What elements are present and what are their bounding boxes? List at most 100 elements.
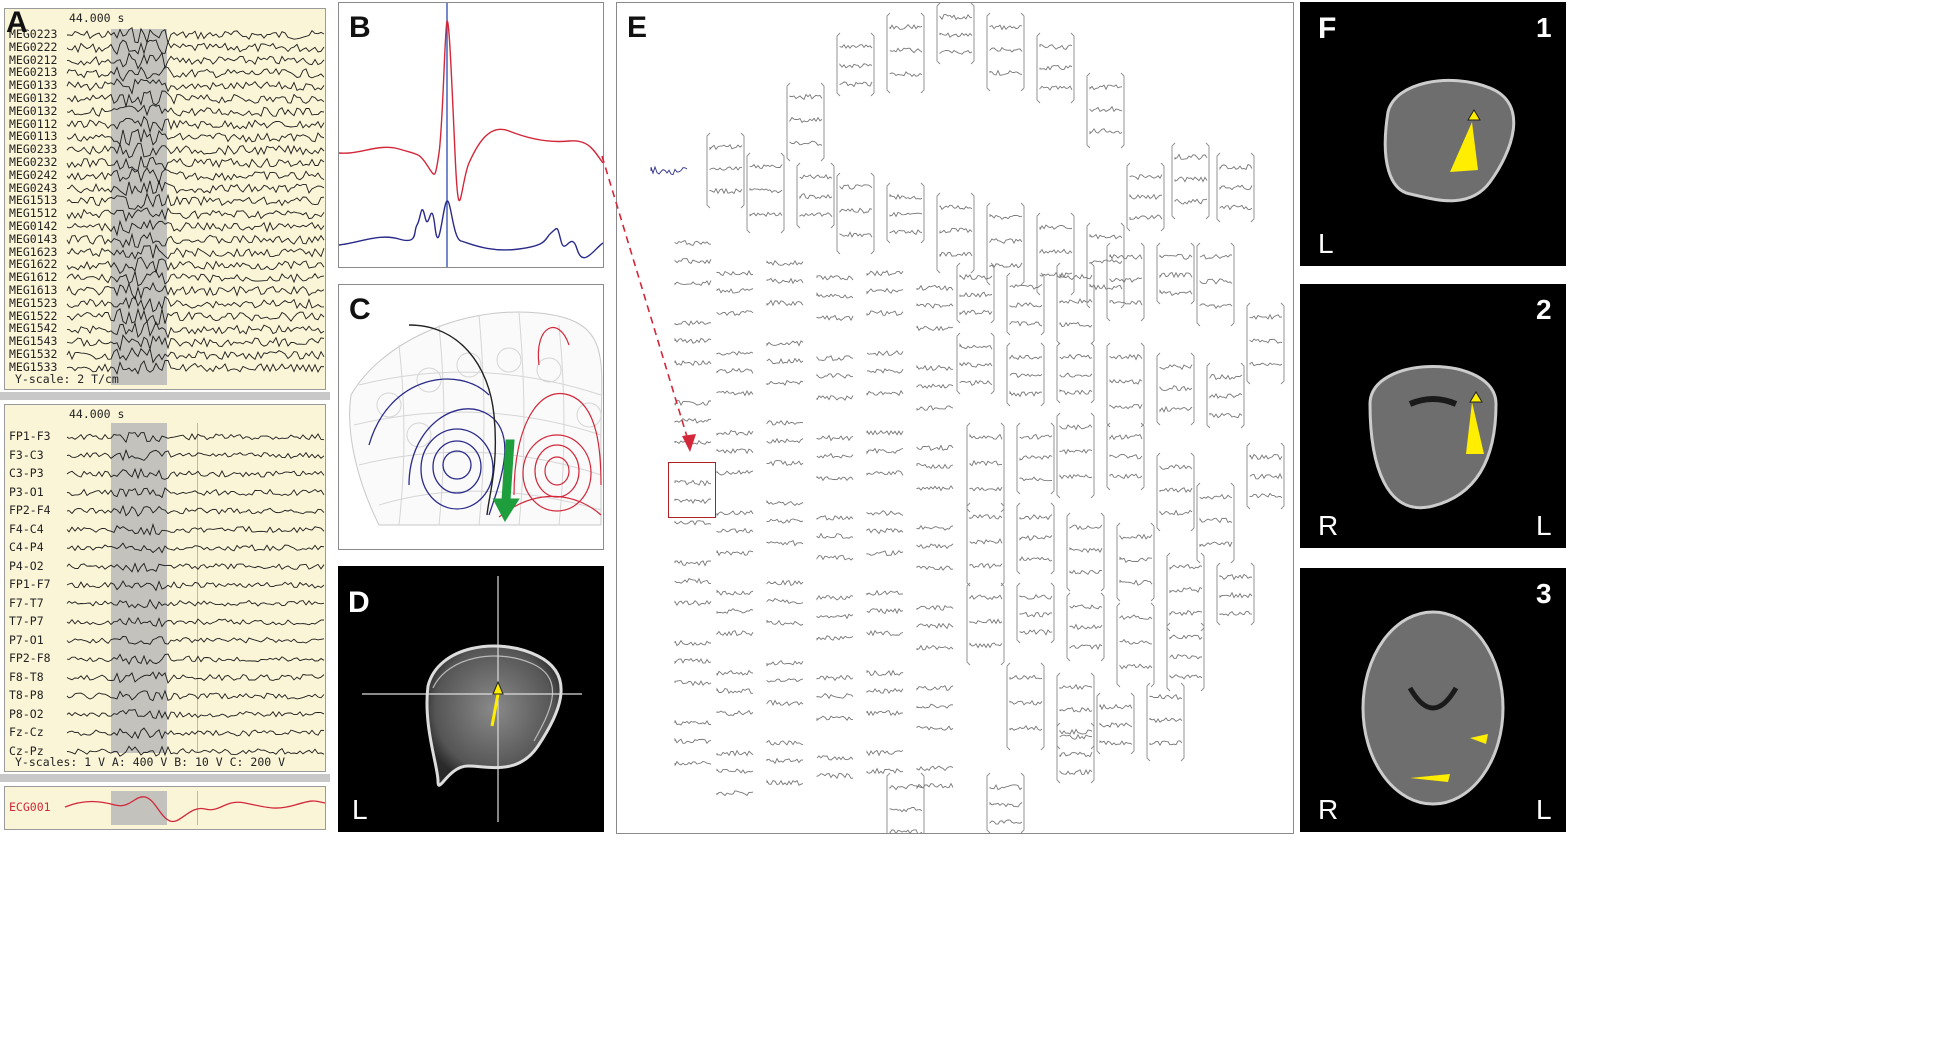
sensor-trace: [1199, 303, 1233, 309]
sensor-trace: [674, 680, 712, 687]
sensor-bracket: [1116, 602, 1155, 688]
sensor-trace: [866, 589, 904, 596]
sensor-trace: [716, 527, 754, 534]
sensor-trace: [866, 368, 904, 374]
sensor-trace: [766, 379, 804, 386]
sensor-trace: [716, 749, 754, 757]
sensor-trace: [989, 801, 1023, 808]
sensor-trace: [816, 515, 854, 521]
channel-label: MEG0223: [9, 27, 58, 41]
sensor-trace: [916, 325, 954, 332]
mri-2-left-label: R: [1318, 510, 1339, 541]
channel-trace: [66, 26, 325, 45]
sensor-trace: [916, 685, 954, 691]
sensor-trace: [1009, 699, 1043, 706]
channel-trace: [66, 104, 325, 117]
eeg-time-label: 44.000 s: [69, 407, 125, 421]
sensor-bracket: [966, 422, 1005, 513]
axial-mri: [1361, 610, 1505, 806]
sensor-trace: [1009, 725, 1043, 731]
sensor-bracket: [886, 12, 925, 94]
sensor-trace: [1249, 361, 1283, 367]
sensor-trace: [674, 577, 711, 585]
sensor-trace: [989, 46, 1023, 53]
sensor-trace: [716, 608, 754, 614]
sensor-trace: [1019, 434, 1053, 440]
sensor-trace: [889, 47, 923, 54]
sensor-trace: [969, 618, 1003, 625]
sensor-trace: [916, 543, 954, 550]
sensor-bracket: [1006, 272, 1045, 336]
sensor-trace: [1019, 593, 1053, 600]
sensor-bracket: [1036, 212, 1075, 296]
sensor-trace: [766, 460, 804, 467]
sensor-trace: [766, 757, 803, 765]
sensor-trace: [674, 320, 712, 327]
sensor-bracket: [1056, 672, 1095, 750]
sensor-trace: [816, 635, 854, 641]
mri-image-3: 3 R L: [1300, 568, 1566, 832]
sensor-trace: [766, 660, 804, 667]
sensor-trace: [959, 379, 993, 386]
panel-a-letter: A: [6, 6, 28, 39]
sensor-trace: [1039, 271, 1073, 279]
sensor-trace: [916, 405, 954, 411]
sensor-trace: [716, 429, 754, 436]
sensor-trace: [1109, 277, 1143, 284]
sensor-trace: [1199, 541, 1233, 548]
sensor-trace: [1159, 254, 1193, 260]
channel-trace: [66, 542, 325, 554]
sensor-trace: [1119, 614, 1153, 620]
mri-2-right-label: L: [1536, 510, 1552, 541]
sensor-trace: [1059, 474, 1093, 480]
sensor-bracket: [1216, 152, 1255, 223]
sensor-trace: [816, 674, 854, 682]
mri-image-1: F 1 L: [1300, 2, 1566, 266]
sensor-bracket: [1066, 512, 1105, 592]
sensor-trace: [1099, 722, 1133, 729]
channel-label: MEG0213: [9, 65, 58, 80]
sensor-trace: [766, 340, 804, 347]
sensor-trace: [674, 720, 711, 726]
sensor-trace: [1059, 424, 1093, 431]
sensor-trace: [1019, 514, 1053, 521]
sensor-bracket: [1246, 302, 1285, 385]
sensor-trace: [1109, 404, 1143, 410]
sensor-trace: [939, 227, 973, 234]
sensor-trace: [866, 629, 904, 637]
panel-b-letter: B: [349, 11, 371, 44]
sensor-trace: [989, 238, 1023, 245]
channel-trace: [66, 243, 325, 260]
sensor-trace: [766, 437, 804, 444]
sensor-trace: [989, 24, 1023, 31]
sensor-trace: [1069, 524, 1103, 531]
sensor-bracket: [1196, 242, 1235, 327]
channel-label: F4-C4: [9, 521, 44, 536]
sensor-trace: [674, 639, 711, 647]
eeg-traces: [66, 432, 325, 757]
sensor-trace: [916, 524, 954, 531]
sensor-trace: [1059, 728, 1093, 735]
sensor-trace: [716, 310, 754, 317]
sensor-trace: [716, 790, 754, 797]
ecg-label: ECG001: [9, 800, 51, 814]
sensor-trace: [866, 389, 904, 397]
sensor-trace: [1039, 65, 1073, 71]
window-separator: [0, 392, 330, 400]
channel-trace: [66, 562, 325, 573]
sensor-trace: [674, 417, 712, 424]
sensor-trace: [674, 559, 712, 567]
sensor-bracket: [1156, 352, 1195, 426]
sensor-trace: [1169, 586, 1203, 594]
mri-image-2: 2 R L: [1300, 284, 1566, 548]
channel-label: FP2-F4: [9, 503, 51, 517]
channel-trace: [66, 580, 325, 592]
sensor-trace: [816, 532, 854, 539]
sensor-bracket: [1116, 522, 1155, 602]
sensor-trace: [959, 273, 993, 281]
sensor-trace: [716, 550, 754, 557]
channel-trace: [66, 90, 325, 109]
sensor-trace: [789, 140, 823, 146]
channel-trace: [66, 359, 325, 376]
